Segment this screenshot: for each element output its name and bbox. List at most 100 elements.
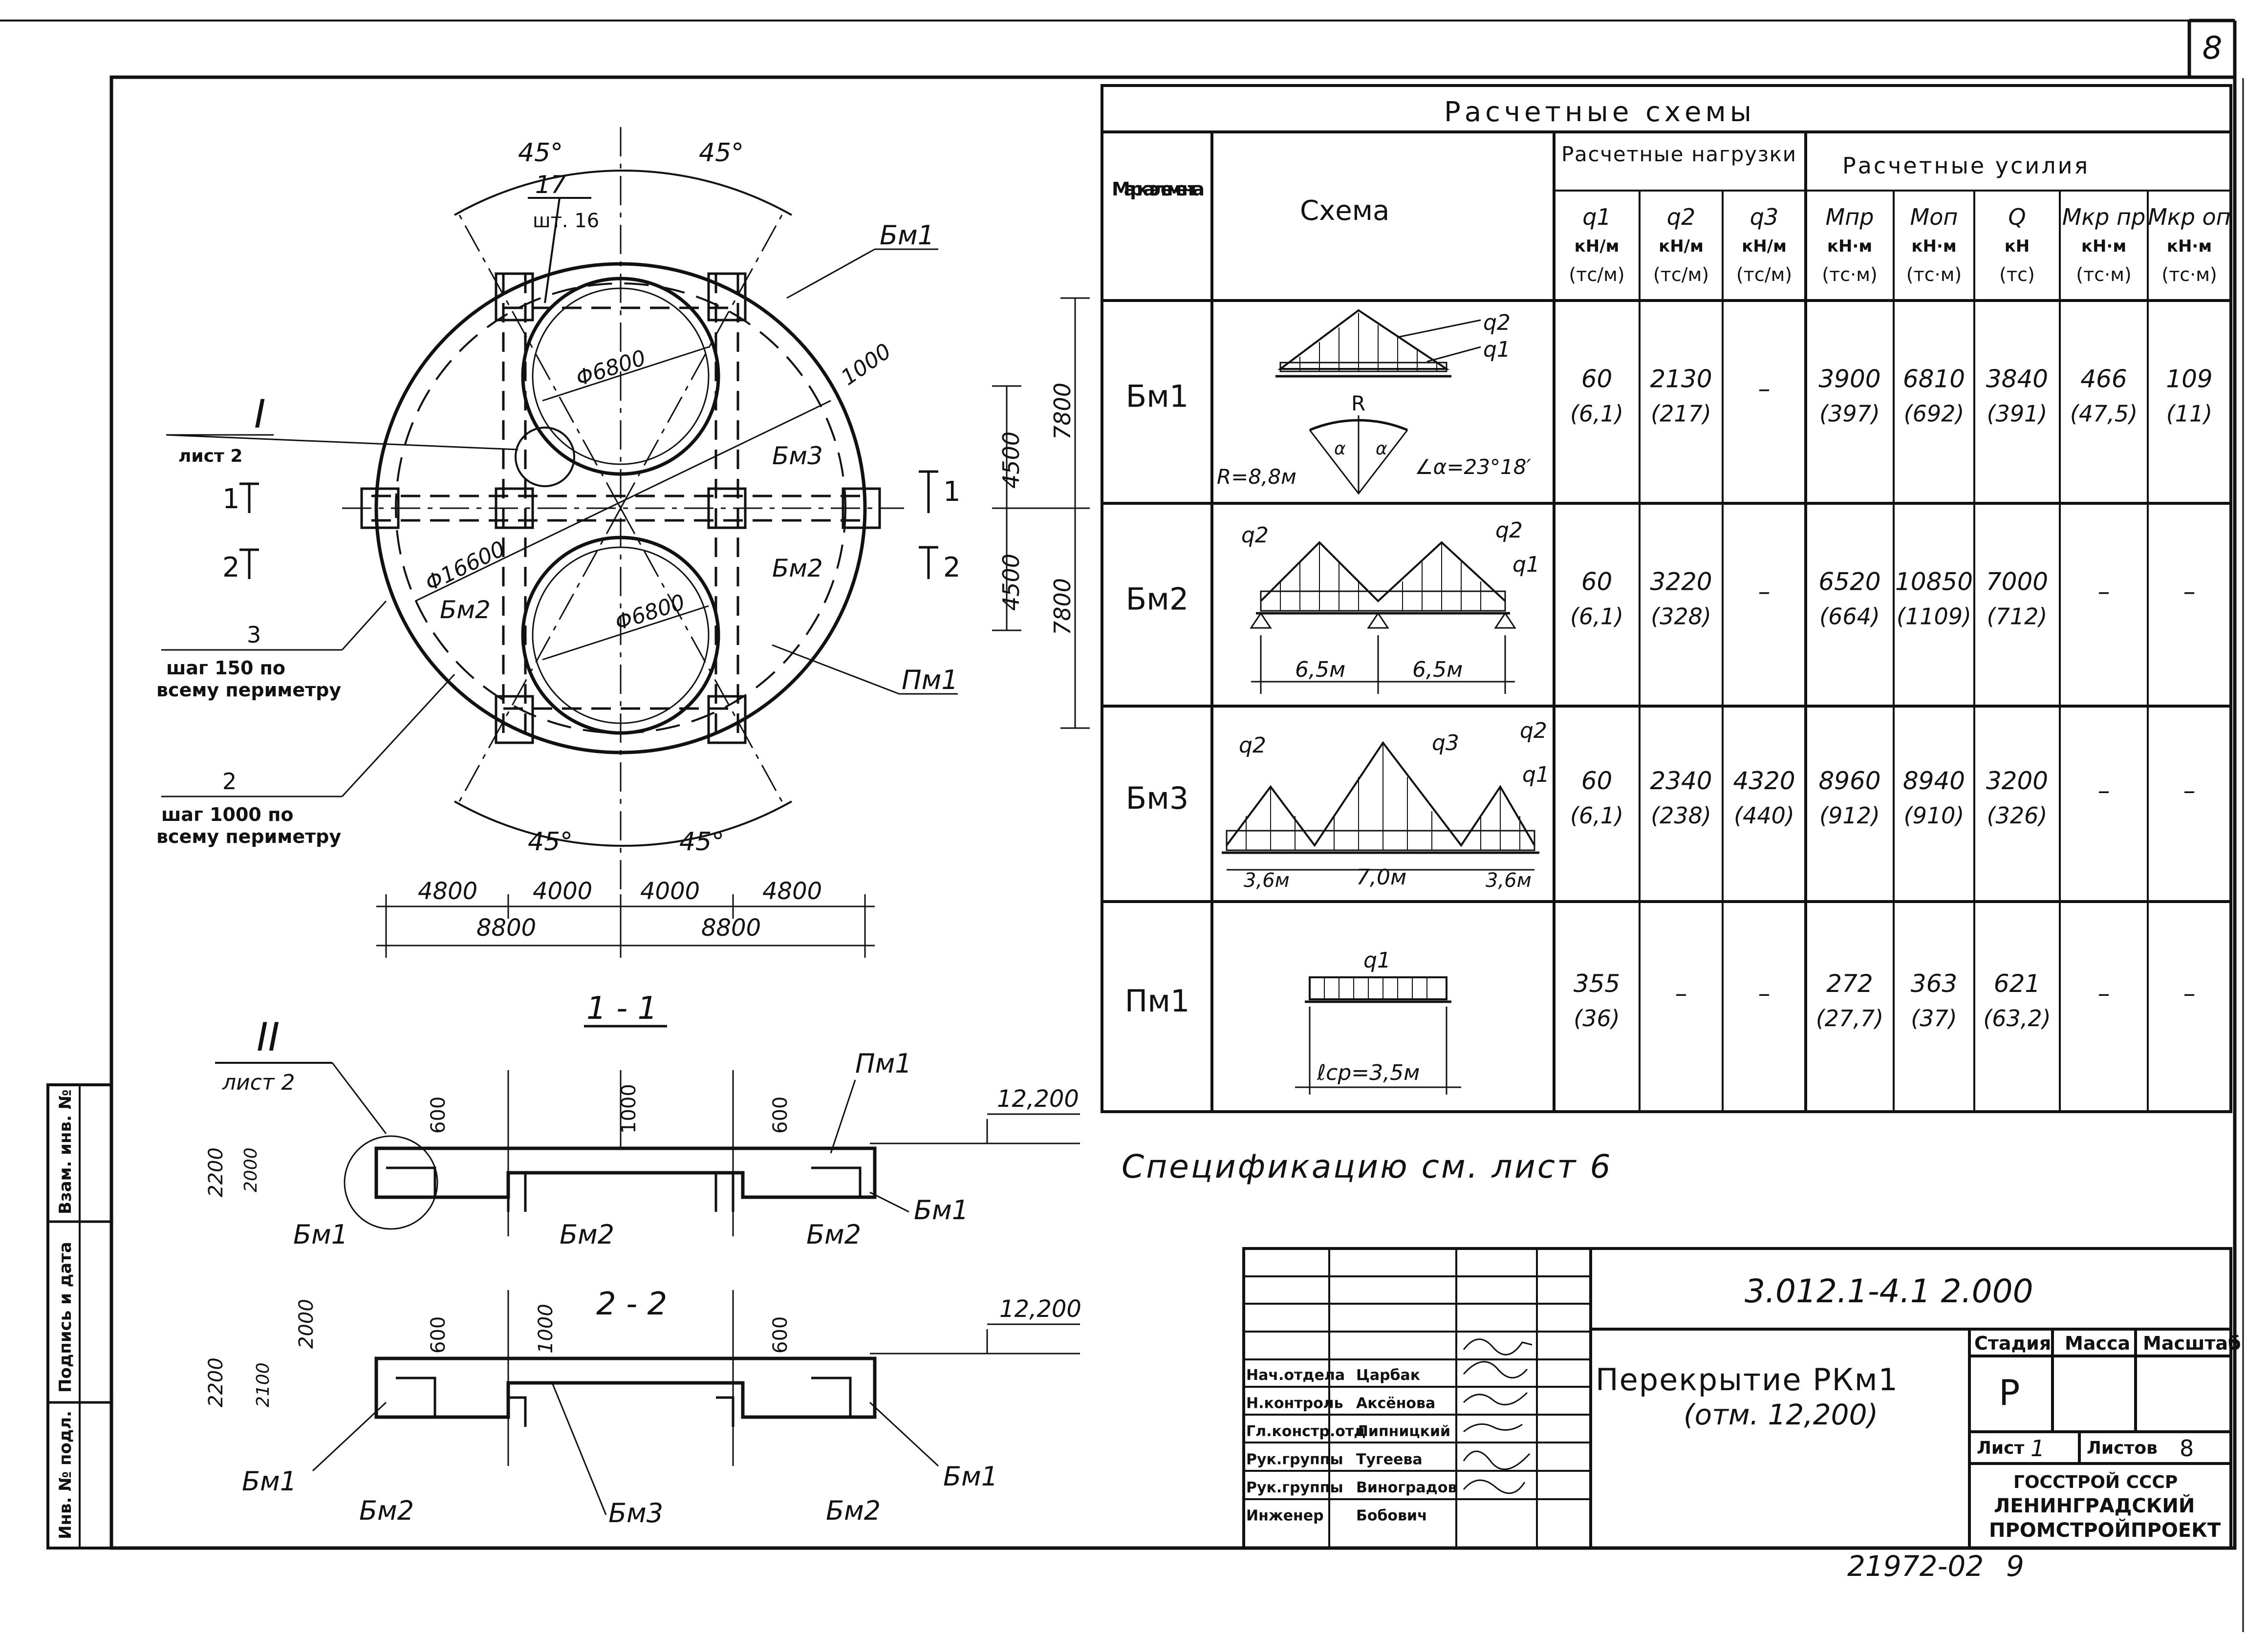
row-mark: Бм2 — [1126, 581, 1189, 617]
table-cell: (47,5) — [2070, 401, 2138, 427]
column-header: Расчетные нагрузки — [1561, 142, 1796, 166]
drawing-subtitle: (отм. 12,200) — [1684, 1398, 1878, 1431]
dimension-label: 1000 — [618, 1084, 640, 1134]
diameter-label: Φ6800 — [612, 590, 688, 636]
span-label: ℓср=3,5м — [1317, 1060, 1420, 1085]
column-symbol: Моп — [1910, 204, 1958, 230]
diameter-label: Φ16600 — [421, 537, 509, 596]
calc-table: Расчетные схемы Марка элемента Схема Рас… — [1101, 84, 2232, 1113]
span-label: 3,6м — [1486, 869, 1532, 892]
column-symbol: Мкр оп — [2148, 204, 2231, 230]
load-label: q1 — [1512, 552, 1540, 577]
document-code: 3.012.1-4.1 2.000 — [1745, 1272, 2033, 1310]
column-unit: (тс·м) — [2161, 264, 2217, 285]
table-cell: 60 — [1581, 767, 1613, 795]
column-unit: (тс) — [1999, 264, 2035, 285]
section-title: 2 - 2 — [596, 1286, 667, 1322]
side-stamp-cell: Подпись и дата — [56, 1242, 75, 1393]
table-cell: 621 — [1994, 969, 2040, 998]
dimension-label: 7800 — [1049, 383, 1076, 440]
staff-role: Рук.группы — [1246, 1451, 1343, 1468]
column-unit: (тс/м) — [1736, 264, 1792, 285]
table-cell: (328) — [1651, 603, 1711, 630]
table-cell: (6,1) — [1570, 802, 1623, 829]
angle-label: 45° — [699, 138, 744, 168]
angle-label: 45° — [528, 827, 573, 857]
element-label: Бм3 — [608, 1498, 663, 1528]
element-label: Бм2 — [359, 1495, 414, 1526]
table-title: Расчетные схемы — [1444, 96, 1755, 128]
element-label: Бм2 — [440, 596, 491, 624]
column-header: Расчетные усилия — [1842, 152, 2090, 179]
table-cell: 10850 — [1895, 568, 1973, 596]
section-title: 1 - 1 — [586, 990, 657, 1027]
dimension-label: 2000 — [295, 1299, 318, 1349]
table-cell: 60 — [1581, 568, 1613, 596]
table-cell: 3840 — [1986, 365, 2048, 393]
dimension-label: 8800 — [701, 914, 761, 942]
table-cell: 6810 — [1903, 365, 1965, 393]
element-label: Бм1 — [914, 1195, 969, 1226]
table-cell: (27,7) — [1816, 1005, 1883, 1032]
stage-value: Р — [1999, 1372, 2020, 1413]
side-stamp-cell: Инв. № подл. — [56, 1411, 75, 1539]
note-number: 3 — [247, 622, 261, 648]
table-cell: – — [2183, 776, 2196, 805]
column-symbol: Мпр — [1826, 204, 1874, 230]
table-cell: 272 — [1826, 969, 1873, 998]
side-stamp-cell: Взам. инв. № — [56, 1089, 75, 1214]
dimension-label: 2200 — [205, 1357, 227, 1407]
scheme-bm1: q2 q1 R α α R=8,8м ∠α=23°18′ — [1217, 309, 1531, 495]
load-label: q1 — [1483, 337, 1511, 362]
dimension-label: 600 — [769, 1097, 792, 1134]
staff-role: Рук.группы — [1246, 1479, 1343, 1496]
angle-note: ∠α=23°18′ — [1415, 455, 1531, 479]
callout-number: 17 — [535, 171, 566, 199]
table-cell: 466 — [2080, 365, 2127, 393]
table-cell: 363 — [1911, 969, 1957, 998]
table-cell: (37) — [1911, 1005, 1957, 1032]
staff-role: Нач.отдела — [1246, 1367, 1345, 1384]
column-unit: кН/м — [1575, 237, 1620, 256]
dimension-label: 4800 — [762, 878, 822, 905]
mass-header: Масса — [2065, 1333, 2130, 1354]
staff-role: Н.контроль — [1246, 1395, 1343, 1412]
table-cell: 355 — [1574, 969, 1620, 998]
staff-name: Аксёнова — [1356, 1395, 1435, 1412]
note-number: 2 — [222, 768, 237, 795]
column-symbol: Q — [2008, 204, 2026, 230]
scheme-bm2: 6,5м 6,5м q2 q2 q1 — [1241, 518, 1540, 694]
load-label: q1 — [1522, 762, 1550, 787]
element-label: Бм2 — [826, 1495, 881, 1526]
staff-role: Инженер — [1246, 1507, 1324, 1525]
dimension-label: 4500 — [998, 554, 1024, 611]
section-2-2: 2 - 2 12,200 2000 600 1000 600 2200 2100… — [205, 1286, 1081, 1528]
radius-label: R — [1351, 391, 1365, 415]
elevation-label: 12,200 — [997, 1085, 1079, 1113]
staff-role: Гл.констр.отд — [1246, 1423, 1365, 1440]
table-cell: (6,1) — [1570, 603, 1623, 630]
dimension-label: 600 — [769, 1316, 792, 1354]
load-label: q1 — [1363, 948, 1391, 973]
span-label: 7,0м — [1356, 865, 1406, 890]
angle-label: 45° — [518, 138, 563, 168]
stage-header: Стадия — [1974, 1333, 2051, 1354]
dimension-label: 1000 — [535, 1304, 557, 1354]
table-cell: – — [2183, 578, 2196, 606]
table-cell: 3900 — [1818, 365, 1880, 393]
column-symbol: Мкр пр — [2062, 204, 2146, 230]
element-label: Бм2 — [560, 1219, 614, 1250]
note-text: всему периметру — [156, 679, 341, 701]
side-stamp: Инв. № подл. Подпись и дата Взам. инв. № — [46, 1083, 113, 1550]
table-cell: – — [2098, 776, 2110, 805]
staff-name: Виноградов — [1356, 1479, 1457, 1496]
table-cell: (63,2) — [1983, 1005, 2051, 1032]
load-label: q2 — [1483, 310, 1511, 335]
table-cell: (712) — [1987, 603, 2048, 630]
element-label: Бм3 — [772, 442, 823, 470]
dimension-label: 4800 — [418, 878, 477, 905]
column-symbol: q3 — [1750, 204, 1778, 230]
staff-name: Тугеева — [1356, 1451, 1423, 1468]
table-cell: (664) — [1819, 603, 1880, 630]
